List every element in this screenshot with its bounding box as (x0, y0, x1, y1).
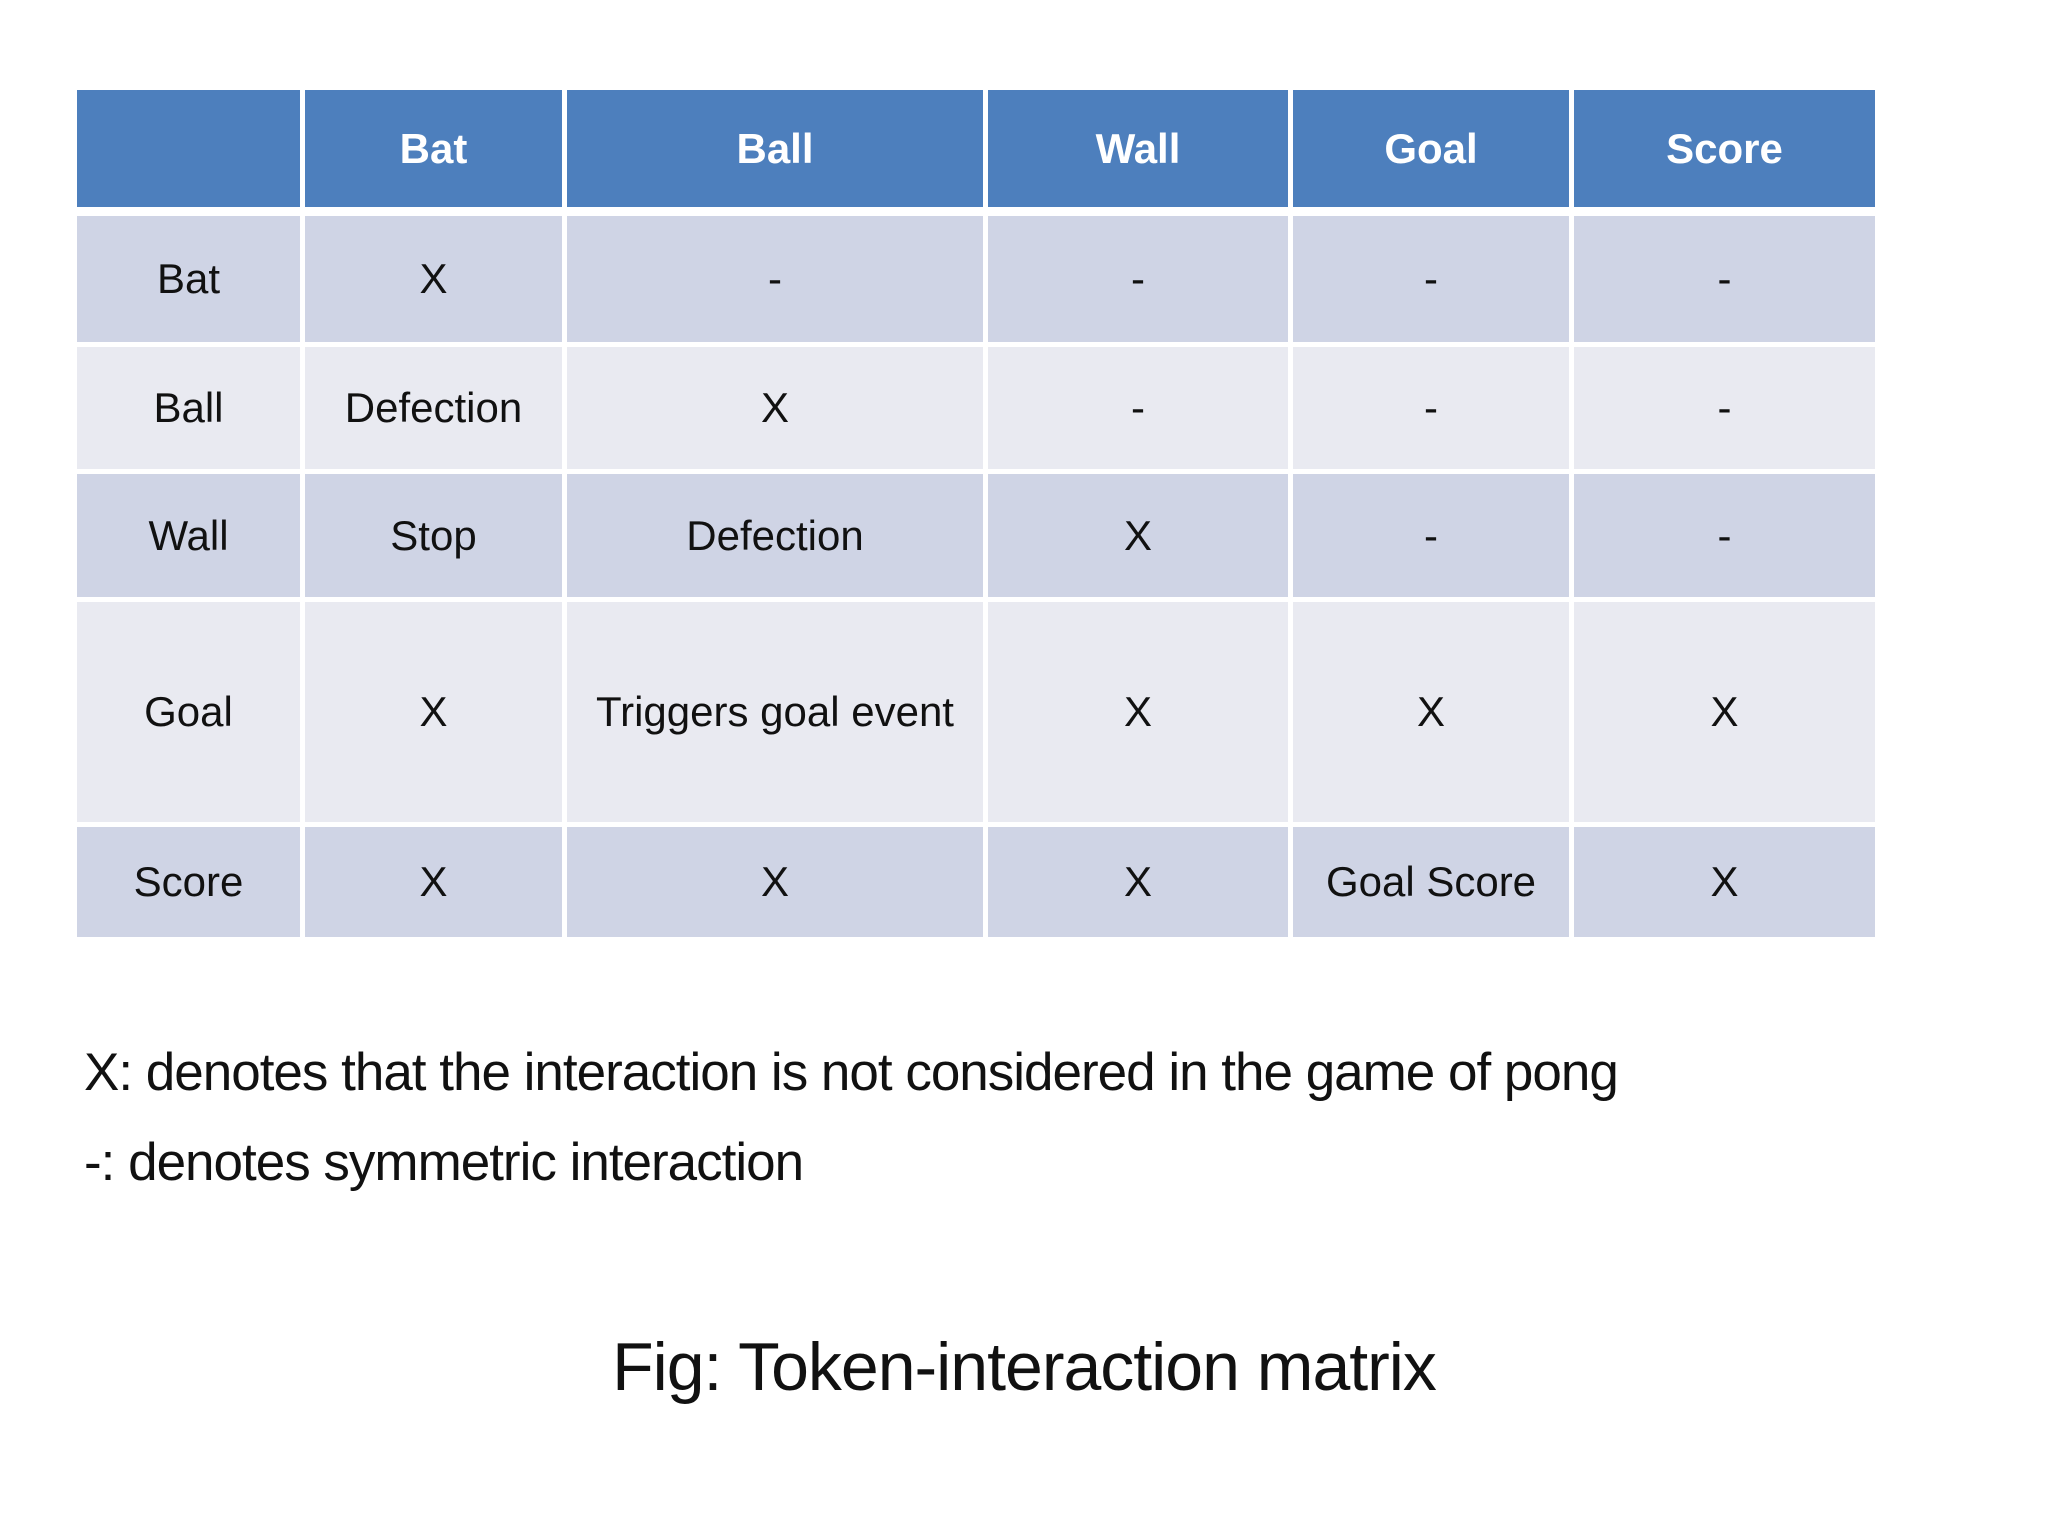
cell-ball-score: - (1569, 342, 1880, 474)
cell-score-bat: X (300, 822, 567, 942)
cell-ball-bat: Defection (300, 342, 567, 474)
column-header-wall: Wall (983, 85, 1293, 216)
column-header-blank (72, 85, 305, 216)
cell-bat-bat: X (300, 209, 567, 347)
figure-caption: Fig: Token-interaction matrix (612, 1329, 1437, 1405)
cell-ball-ball: X (562, 342, 988, 474)
cell-score-ball: X (562, 822, 988, 942)
cell-goal-goal: X (1288, 597, 1574, 827)
table-row-ball: Ball Defection X - - - (72, 342, 1880, 474)
header-row: Bat Ball Wall Goal Score (72, 85, 1880, 216)
legend-note-x: X: denotes that the interaction is not c… (84, 1043, 1619, 1102)
column-header-goal: Goal (1288, 85, 1574, 216)
cell-bat-ball: - (562, 209, 988, 347)
cell-goal-score: X (1569, 597, 1880, 827)
row-label-goal: Goal (72, 597, 305, 827)
column-header-ball: Ball (562, 85, 988, 216)
cell-goal-wall: X (983, 597, 1293, 827)
table-row-score: Score X X X Goal Score X (72, 822, 1880, 942)
cell-wall-ball: Defection (562, 469, 988, 602)
cell-bat-score: - (1569, 209, 1880, 347)
token-interaction-table: Bat Ball Wall Goal Score Bat X - - - - B (72, 85, 1880, 942)
token-interaction-matrix: Bat Ball Wall Goal Score Bat X - - - - B (72, 85, 1880, 942)
legend-note-dash: -: denotes symmetric interaction (84, 1133, 804, 1192)
cell-wall-goal: - (1288, 469, 1574, 602)
cell-ball-goal: - (1288, 342, 1574, 474)
table-row-bat: Bat X - - - - (72, 209, 1880, 347)
cell-ball-wall: - (983, 342, 1293, 474)
row-label-ball: Ball (72, 342, 305, 474)
row-label-wall: Wall (72, 469, 305, 602)
cell-bat-goal: - (1288, 209, 1574, 347)
cell-bat-wall: - (983, 209, 1293, 347)
cell-wall-score: - (1569, 469, 1880, 602)
cell-score-wall: X (983, 822, 1293, 942)
cell-goal-bat: X (300, 597, 567, 827)
row-label-score: Score (72, 822, 305, 942)
table-row-goal: Goal X Triggers goal event X X X (72, 597, 1880, 827)
cell-wall-bat: Stop (300, 469, 567, 602)
table-row-wall: Wall Stop Defection X - - (72, 469, 1880, 602)
cell-goal-ball: Triggers goal event (562, 597, 988, 827)
cell-score-score: X (1569, 822, 1880, 942)
cell-wall-wall: X (983, 469, 1293, 602)
cell-score-goal: Goal Score (1288, 822, 1574, 942)
column-header-bat: Bat (300, 85, 567, 216)
row-label-bat: Bat (72, 209, 305, 347)
column-header-score: Score (1569, 85, 1880, 216)
legend-notes: X: denotes that the interaction is not c… (84, 1028, 1619, 1208)
